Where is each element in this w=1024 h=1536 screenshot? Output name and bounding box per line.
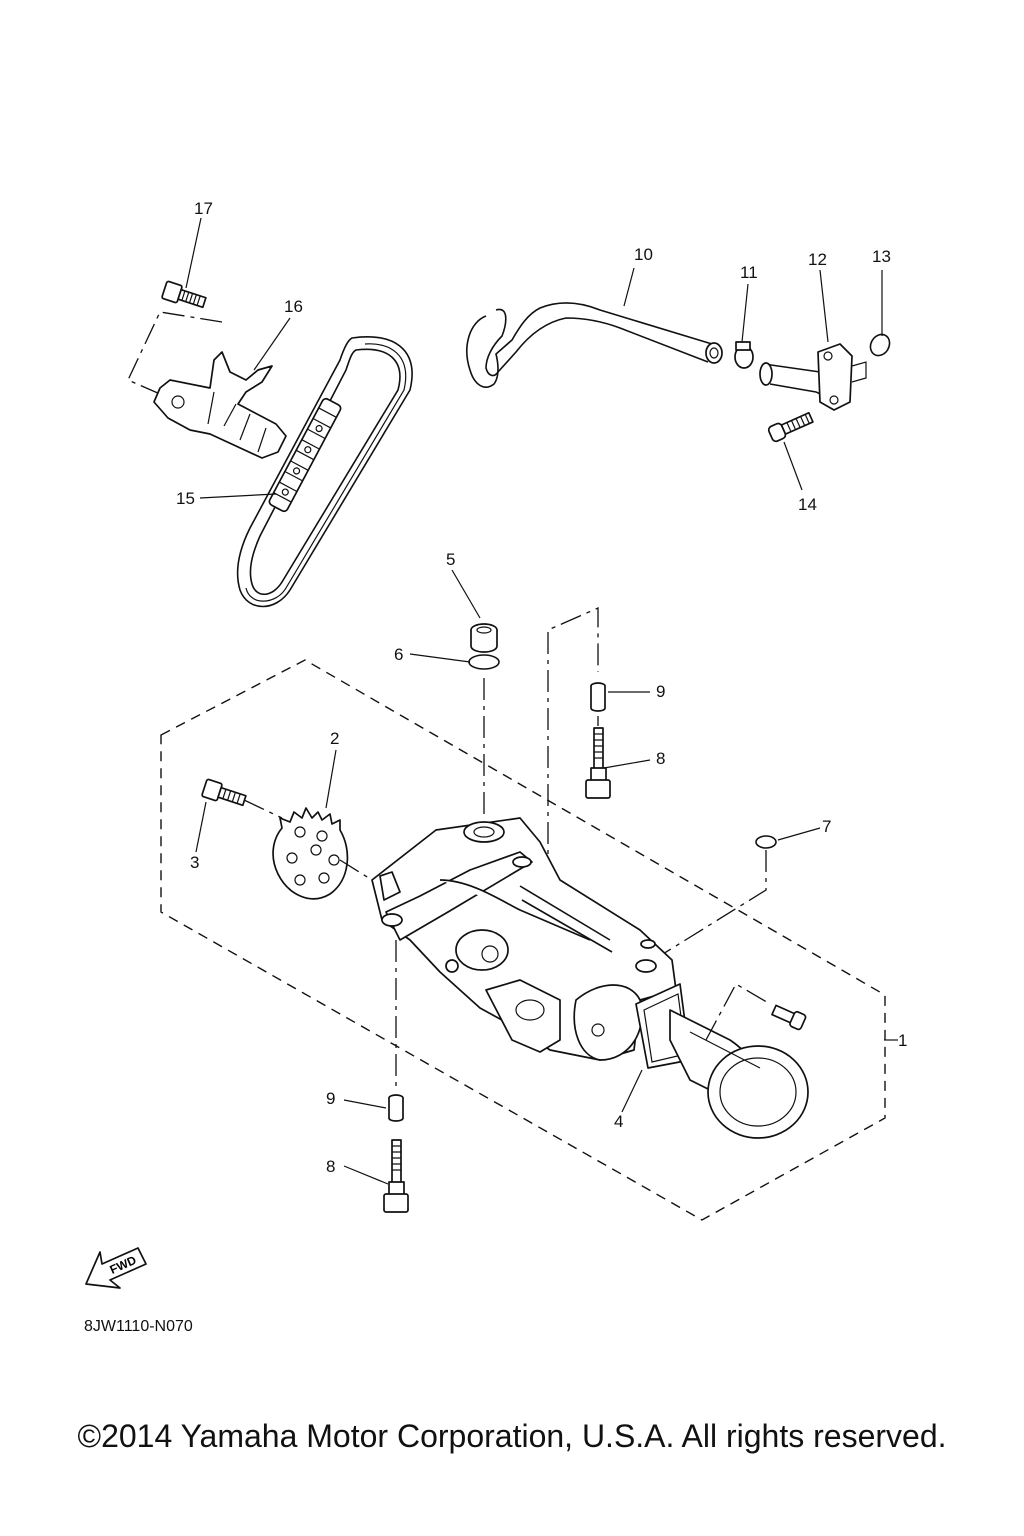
callout-8: 8 bbox=[656, 749, 665, 768]
part-8-bolt bbox=[585, 727, 611, 799]
part-6-o-ring bbox=[468, 654, 500, 670]
callout-14: 14 bbox=[798, 495, 817, 514]
part-14-bolt bbox=[767, 411, 814, 443]
leader-lines bbox=[185, 217, 898, 1185]
diagram-code: 8JW1110-N070 bbox=[84, 1318, 193, 1335]
callout-9-lower: 9 bbox=[326, 1089, 335, 1108]
callout-15: 15 bbox=[176, 489, 195, 508]
callout-7: 7 bbox=[822, 817, 831, 836]
copyright-notice: ©2014 Yamaha Motor Corporation, U.S.A. A… bbox=[77, 1418, 947, 1454]
callout-2: 2 bbox=[330, 729, 339, 748]
part-7-o-ring bbox=[755, 835, 777, 849]
callout-3: 3 bbox=[190, 853, 199, 872]
callout-12: 12 bbox=[808, 250, 827, 269]
part-10-hose bbox=[466, 302, 723, 388]
callout-16: 16 bbox=[284, 297, 303, 316]
part-16-chain-guide bbox=[153, 351, 287, 459]
part-8b-bolt bbox=[383, 1139, 409, 1213]
part-13-o-ring bbox=[869, 333, 891, 357]
callout-17: 17 bbox=[194, 199, 213, 218]
fwd-arrow-icon: FWD bbox=[85, 1247, 147, 1289]
callout-13: 13 bbox=[872, 247, 891, 266]
part-12-pipe bbox=[759, 343, 867, 411]
part-15-chain bbox=[236, 336, 413, 608]
callout-9: 9 bbox=[656, 682, 665, 701]
callout-10: 10 bbox=[634, 245, 653, 264]
callout-1: 1 bbox=[898, 1031, 907, 1050]
part-1-oil-pump-body bbox=[371, 817, 677, 1061]
part-11-clamp bbox=[734, 341, 754, 369]
callout-8-lower: 8 bbox=[326, 1157, 335, 1176]
callout-5: 5 bbox=[446, 550, 455, 569]
callout-6: 6 bbox=[394, 645, 403, 664]
callout-4: 4 bbox=[614, 1112, 623, 1131]
part-4-oil-strainer bbox=[635, 983, 809, 1139]
part-3-bolt bbox=[201, 778, 247, 807]
part-17-bolt bbox=[161, 280, 207, 309]
part-5-collar bbox=[470, 623, 498, 653]
part-9b-dowel-pin bbox=[388, 1094, 404, 1122]
part-2-drive-gear bbox=[272, 807, 349, 900]
bolt-near-strainer bbox=[771, 1004, 807, 1031]
part-9-dowel-pin bbox=[590, 682, 606, 712]
callout-11: 11 bbox=[740, 263, 758, 282]
